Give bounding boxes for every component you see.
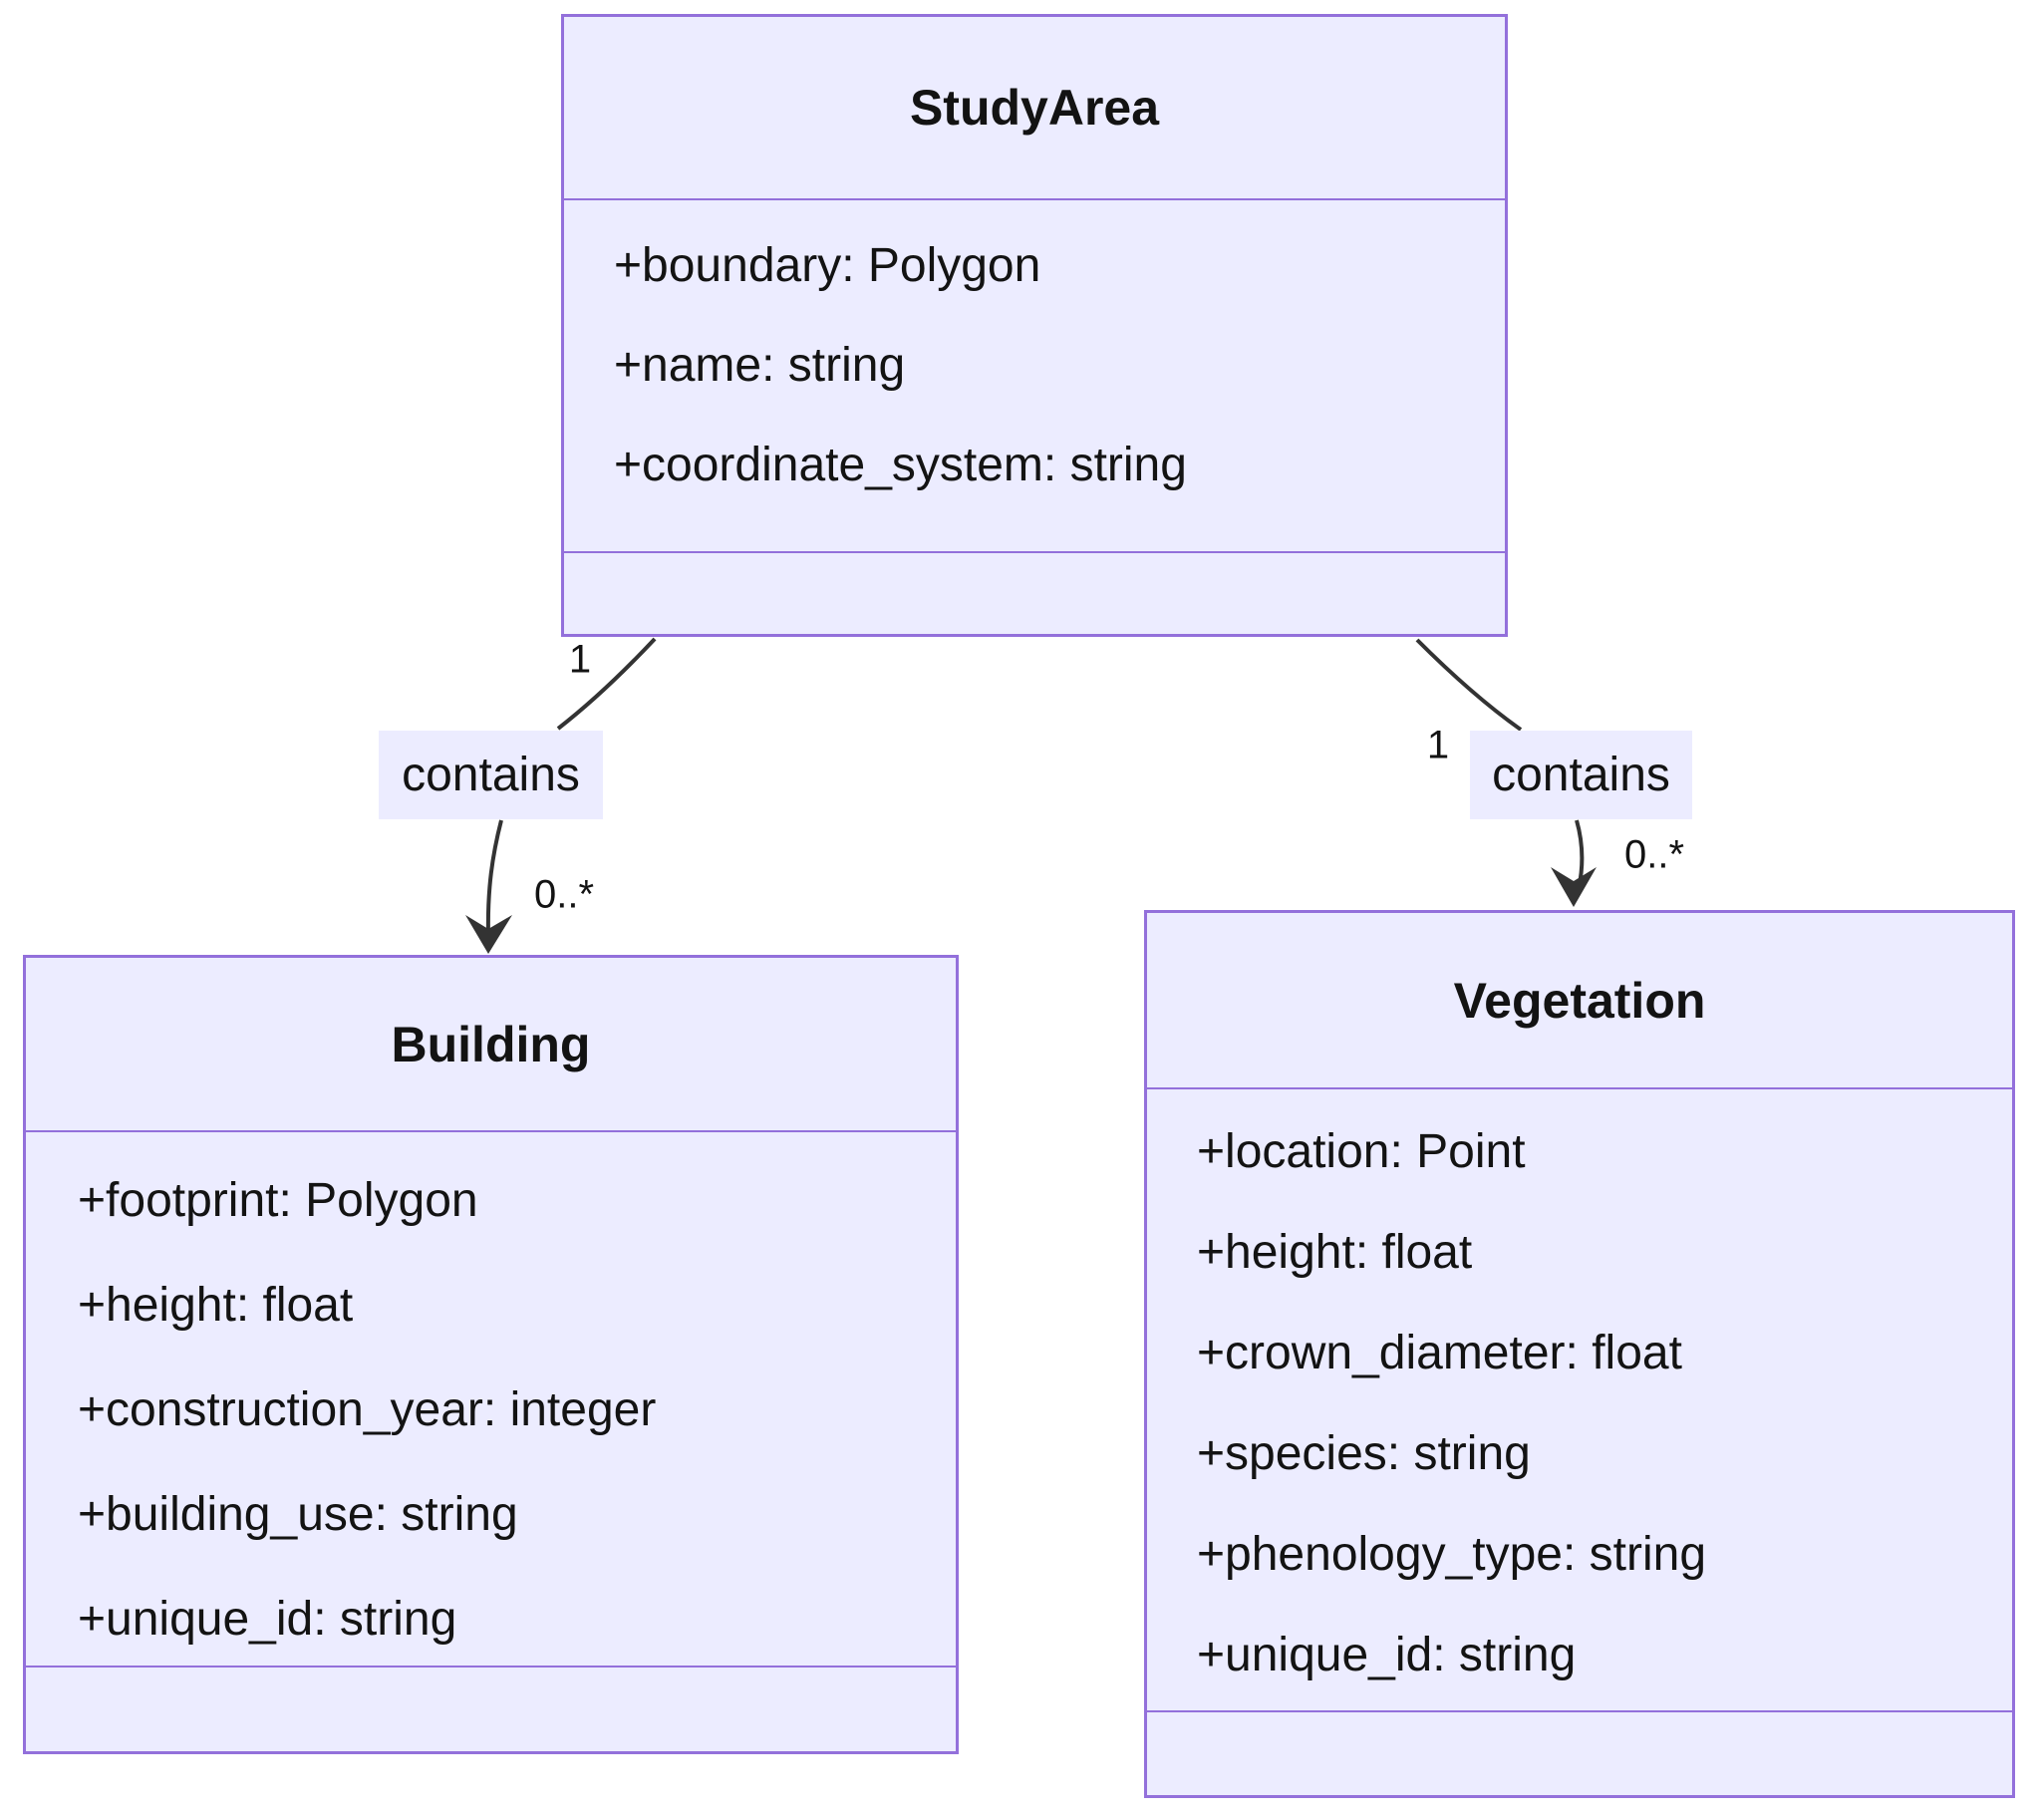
edge-studyarea-vegetation-upper <box>1415 638 1523 732</box>
attribute-construction-year: +construction_year: integer <box>78 1383 657 1436</box>
attribute-height: +height: float <box>1197 1226 1473 1279</box>
class-methods-vegetation-empty <box>1147 1710 2012 1795</box>
edge-studyarea-building-lower <box>485 819 503 936</box>
class-attributes-vegetation: +location: Point +height: float +crown_d… <box>1147 1089 2012 1710</box>
edge-studyarea-vegetation-lower <box>1575 819 1585 898</box>
class-title-building: Building <box>26 958 956 1132</box>
attribute-location: +location: Point <box>1197 1125 1526 1178</box>
attribute-phenology-type: +phenology_type: string <box>1197 1528 1707 1581</box>
attribute-species: +species: string <box>1197 1427 1531 1480</box>
class-methods-studyarea-empty <box>564 551 1505 634</box>
class-vegetation: Vegetation +location: Point +height: flo… <box>1144 910 2015 1798</box>
attribute-name: +name: string <box>614 339 906 392</box>
cardinality-vegetation-side: 0..* <box>1623 832 1685 877</box>
attribute-height: +height: float <box>78 1279 354 1332</box>
class-building: Building +footprint: Polygon +height: fl… <box>23 955 959 1754</box>
class-studyarea: StudyArea +boundary: Polygon +name: stri… <box>561 14 1508 637</box>
attribute-footprint: +footprint: Polygon <box>78 1174 478 1227</box>
attribute-boundary: +boundary: Polygon <box>614 239 1041 292</box>
class-attributes-building: +footprint: Polygon +height: float +cons… <box>26 1132 956 1666</box>
class-title-vegetation: Vegetation <box>1147 913 2012 1089</box>
class-attributes-studyarea: +boundary: Polygon +name: string +coordi… <box>564 200 1505 551</box>
arrowhead-into-vegetation <box>1551 867 1597 907</box>
cardinality-studyarea-side-vegetation: 1 <box>1426 723 1450 767</box>
arrowhead-into-building <box>465 915 512 954</box>
edge-label-contains-vegetation: contains <box>1470 731 1692 819</box>
attribute-crown-diameter: +crown_diameter: float <box>1197 1327 1682 1379</box>
cardinality-building-side: 0..* <box>533 872 595 917</box>
edge-label-contains-building: contains <box>379 731 603 819</box>
attribute-unique-id: +unique_id: string <box>1197 1629 1577 1681</box>
cardinality-studyarea-side-building: 1 <box>568 637 592 682</box>
attribute-unique-id: +unique_id: string <box>78 1593 457 1646</box>
attribute-coordinate-system: +coordinate_system: string <box>614 439 1187 491</box>
attribute-building-use: +building_use: string <box>78 1488 518 1541</box>
class-title-studyarea: StudyArea <box>564 17 1505 200</box>
class-methods-building-empty <box>26 1666 956 1751</box>
